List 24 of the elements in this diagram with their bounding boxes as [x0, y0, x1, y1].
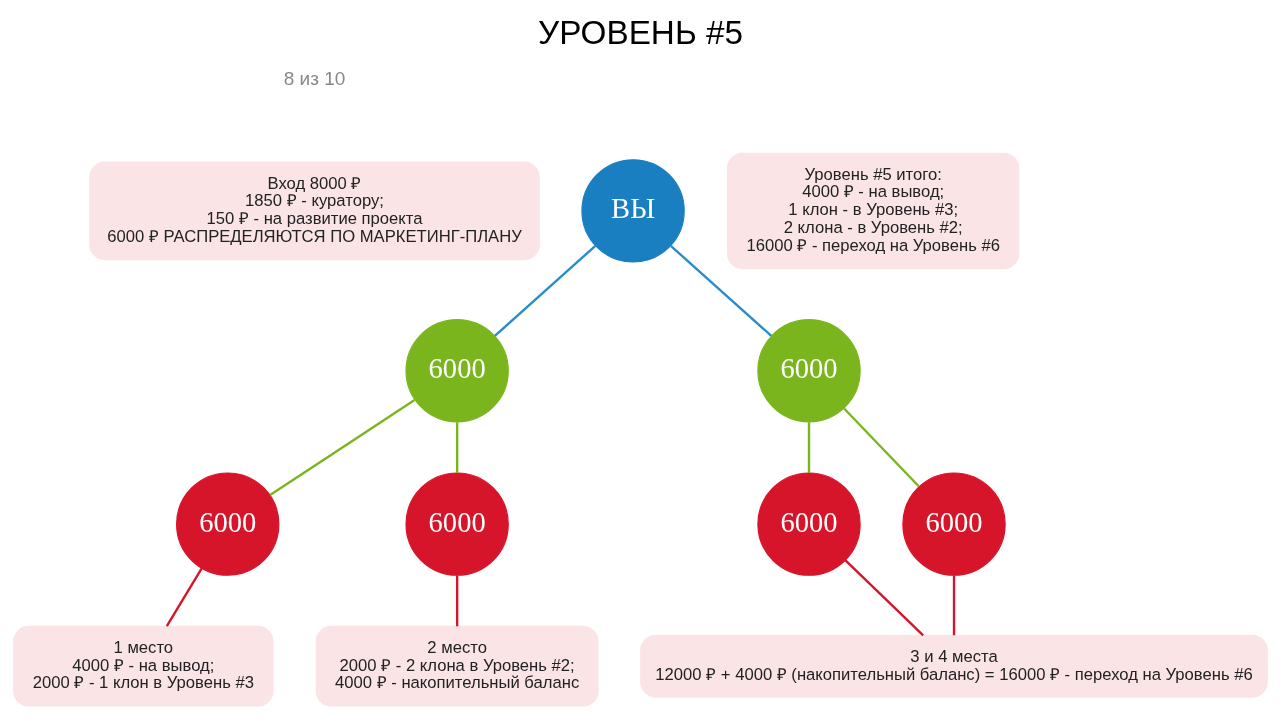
node-circle: 6000: [175, 472, 279, 576]
node-circle: 6000: [404, 472, 509, 576]
diagram-title: УРОВЕНЬ #5: [537, 14, 743, 52]
node-circle: 6000: [901, 472, 1006, 576]
node-circle: 6000: [756, 472, 861, 576]
node-circle: 6000: [756, 319, 861, 423]
node-box: 1 место 4000 ₽ - на вывод; 2000 ₽ - 1 клон в Уровень #3: [12, 625, 273, 707]
label: 8 из 10: [283, 68, 345, 90]
connector: [455, 422, 458, 473]
connector: [455, 575, 458, 627]
connector: [493, 245, 596, 337]
connector: [952, 575, 955, 636]
connector: [165, 567, 203, 627]
connector: [807, 422, 810, 473]
connector: [268, 399, 415, 497]
node-circle: ВЫ: [580, 159, 685, 263]
node-box: 2 место 2000 ₽ - 2 клона в Уровень #2; 4000 ₽ - накопительный баланс: [315, 625, 599, 707]
node-circle: 6000: [404, 319, 509, 423]
node-box: Уровень #5 итого: 4000 ₽ - на вывод; 1 клон - в Уровень #3; 2 клона - в Уровень #2; 16000 ₽ - переход на Уровень #6: [726, 152, 1019, 270]
connector: [842, 407, 920, 488]
connector: [669, 245, 772, 337]
connector: [843, 559, 924, 637]
node-box: 3 и 4 места 12000 ₽ + 4000 ₽ (накопительный баланс) = 16000 ₽ - переход на Уровень #6: [639, 634, 1268, 698]
node-box: Вход 8000 ₽ 1850 ₽ - куратору; 150 ₽ - на развитие проекта 6000 ₽ РАСПРЕДЕЛЯЮТСЯ ПО МАРКЕТИНГ-ПЛАНУ: [88, 161, 540, 261]
